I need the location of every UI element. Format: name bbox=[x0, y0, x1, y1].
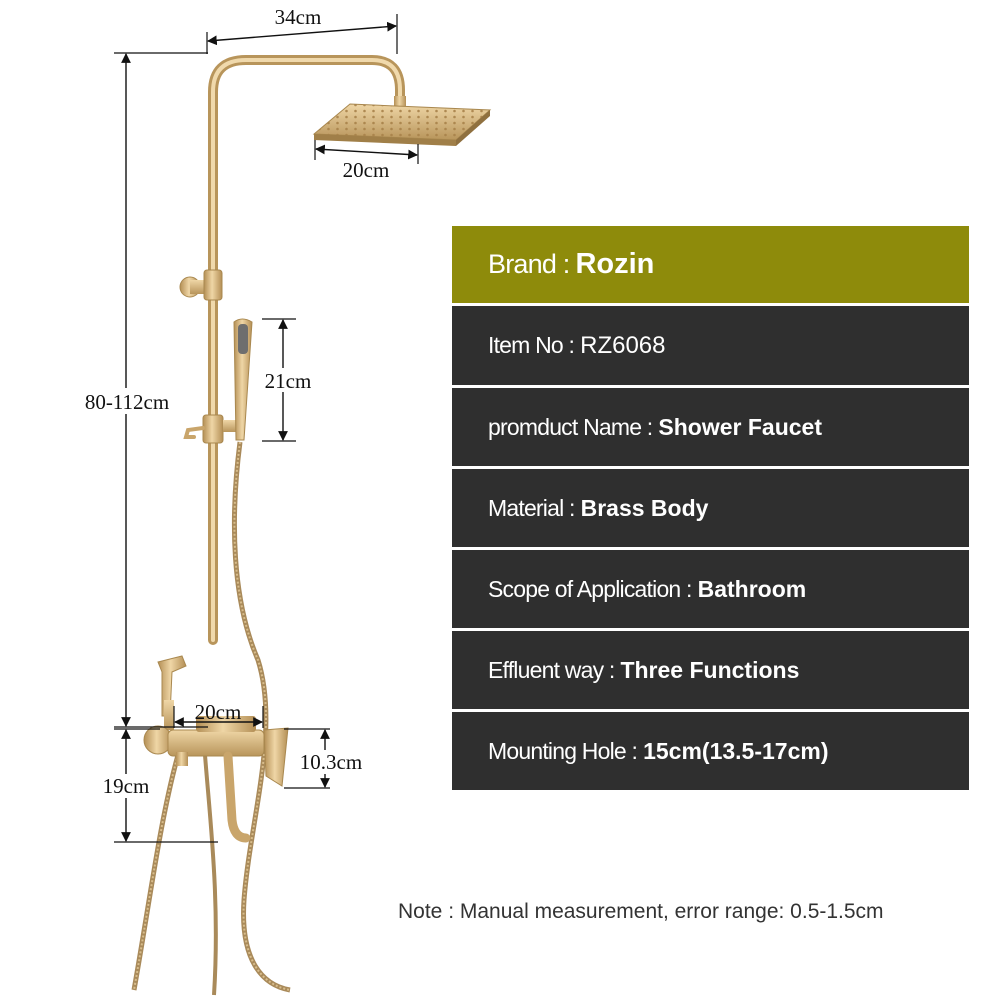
dimension-handheld-length: 21cm bbox=[256, 318, 320, 442]
dimension-mixer-drop: 19cm bbox=[94, 728, 218, 843]
shower-product bbox=[131, 55, 492, 996]
spec-row-item-no: Item No : RZ6068 bbox=[452, 306, 969, 385]
rain-shower-head bbox=[312, 103, 492, 146]
dimension-head-width: 20cm bbox=[314, 140, 419, 182]
handheld-length-label: 21cm bbox=[265, 369, 312, 393]
item-no-value: RZ6068 bbox=[580, 331, 666, 359]
product-name-value: Shower Faucet bbox=[658, 413, 823, 440]
product-name-label: promduct Name : bbox=[488, 413, 653, 440]
mixer-height-label: 10.3cm bbox=[300, 750, 362, 774]
scope-value: Bathroom bbox=[697, 575, 807, 602]
spec-row-mounting: Mounting Hole : 15cm(13.5-17cm) bbox=[452, 712, 969, 790]
brand-value: Rozin bbox=[575, 248, 655, 280]
effluent-label: Effluent way : bbox=[488, 656, 615, 683]
material-label: Material : bbox=[488, 494, 575, 521]
wall-bracket bbox=[179, 269, 223, 301]
hand-shower bbox=[233, 318, 253, 441]
tub-spout bbox=[223, 751, 251, 843]
head-width-label: 20cm bbox=[343, 158, 390, 182]
material-value: Brass Body bbox=[580, 494, 709, 521]
mounting-value: 15cm(13.5-17cm) bbox=[643, 737, 829, 764]
item-no-label: Item No : bbox=[488, 332, 575, 358]
spec-row-material: Material : Brass Body bbox=[452, 469, 969, 547]
mixer-drop-label: 19cm bbox=[103, 774, 150, 798]
arm-width-label: 34cm bbox=[275, 5, 322, 29]
spec-row-effluent: Effluent way : Three Functions bbox=[452, 631, 969, 709]
height-range-label: 80-112cm bbox=[85, 390, 169, 414]
effluent-value: Three Functions bbox=[620, 656, 800, 683]
scope-label: Scope of Application : bbox=[488, 575, 692, 602]
dimension-mixer-width: 20cm bbox=[173, 700, 264, 728]
dimension-arm-width: 34cm bbox=[206, 5, 398, 54]
spec-row-scope: Scope of Application : Bathroom bbox=[452, 550, 969, 628]
measurement-note: Note : Manual measurement, error range: … bbox=[398, 900, 884, 923]
slider-holder bbox=[183, 414, 237, 444]
dimension-mixer-height: 10.3cm bbox=[284, 728, 368, 789]
spec-row-product-name: promduct Name : Shower Faucet bbox=[452, 388, 969, 466]
spec-row-brand: Brand : Rozin bbox=[452, 226, 969, 303]
mixer-valve bbox=[143, 716, 289, 787]
bidet-sprayer bbox=[157, 655, 187, 730]
mixer-width-label: 20cm bbox=[195, 700, 242, 724]
brand-label: Brand : bbox=[488, 249, 570, 279]
mounting-label: Mounting Hole : bbox=[488, 737, 638, 764]
dimension-height-range: 80-112cm bbox=[72, 52, 208, 728]
